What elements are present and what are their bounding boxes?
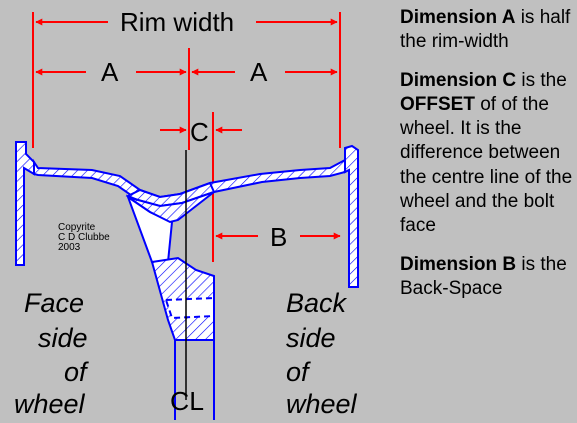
- face-side-line-3: of: [64, 357, 89, 387]
- rim-width-label: Rim width: [120, 7, 234, 37]
- note-c-text-2: of of the wheel. It is the difference be…: [400, 93, 573, 237]
- centre-line-label: CL: [170, 386, 204, 416]
- face-side-line-4: wheel: [14, 389, 86, 419]
- copyright-line-1: Copyrite: [58, 222, 96, 233]
- note-a-text: is half the rim-width: [400, 7, 571, 53]
- note-dimension-c: Dimension C is the OFFSET of of the whee…: [400, 69, 575, 239]
- face-side-line-2: side: [38, 323, 88, 353]
- face-side-line-1: Face: [24, 288, 84, 318]
- note-a-title: Dimension A: [400, 7, 516, 28]
- explanation-notes: Dimension A is half the rim-width Dimens…: [400, 6, 575, 315]
- dimension-lines: [32, 12, 341, 262]
- right-flange: [344, 144, 359, 288]
- back-side-line-1: Back: [286, 288, 348, 318]
- dim-a-right-label: A: [250, 57, 268, 87]
- wheel-cross-section: [15, 141, 359, 420]
- note-dimension-a: Dimension A is half the rim-width: [400, 6, 575, 55]
- spoke-web-hatch: [127, 191, 215, 224]
- left-flange: [15, 141, 35, 266]
- dim-a-left-label: A: [101, 57, 119, 87]
- back-side-line-3: of: [286, 357, 311, 387]
- dim-c-label: C: [190, 117, 209, 147]
- copyright-line-2: C D Clubbe: [58, 232, 110, 243]
- copyright-line-3: 2003: [58, 242, 81, 253]
- hub-bolt-hole: [164, 296, 215, 320]
- note-c-offset: OFFSET: [400, 93, 475, 115]
- back-side-line-2: side: [286, 323, 336, 353]
- wheel-offset-diagram: Rim width A A C B Copyrite C D Clubbe 20…: [14, 6, 359, 420]
- rim-width-label-bg: [112, 6, 252, 38]
- back-side-line-4: wheel: [286, 389, 358, 419]
- note-c-text-1: is the: [516, 69, 567, 91]
- note-dimension-b: Dimension B is the Back-Space: [400, 253, 575, 302]
- note-b-title: Dimension B: [400, 253, 517, 275]
- note-b-text: is the Back-Space: [400, 253, 567, 299]
- dim-b-label: B: [270, 222, 287, 252]
- note-c-title: Dimension C: [400, 69, 517, 91]
